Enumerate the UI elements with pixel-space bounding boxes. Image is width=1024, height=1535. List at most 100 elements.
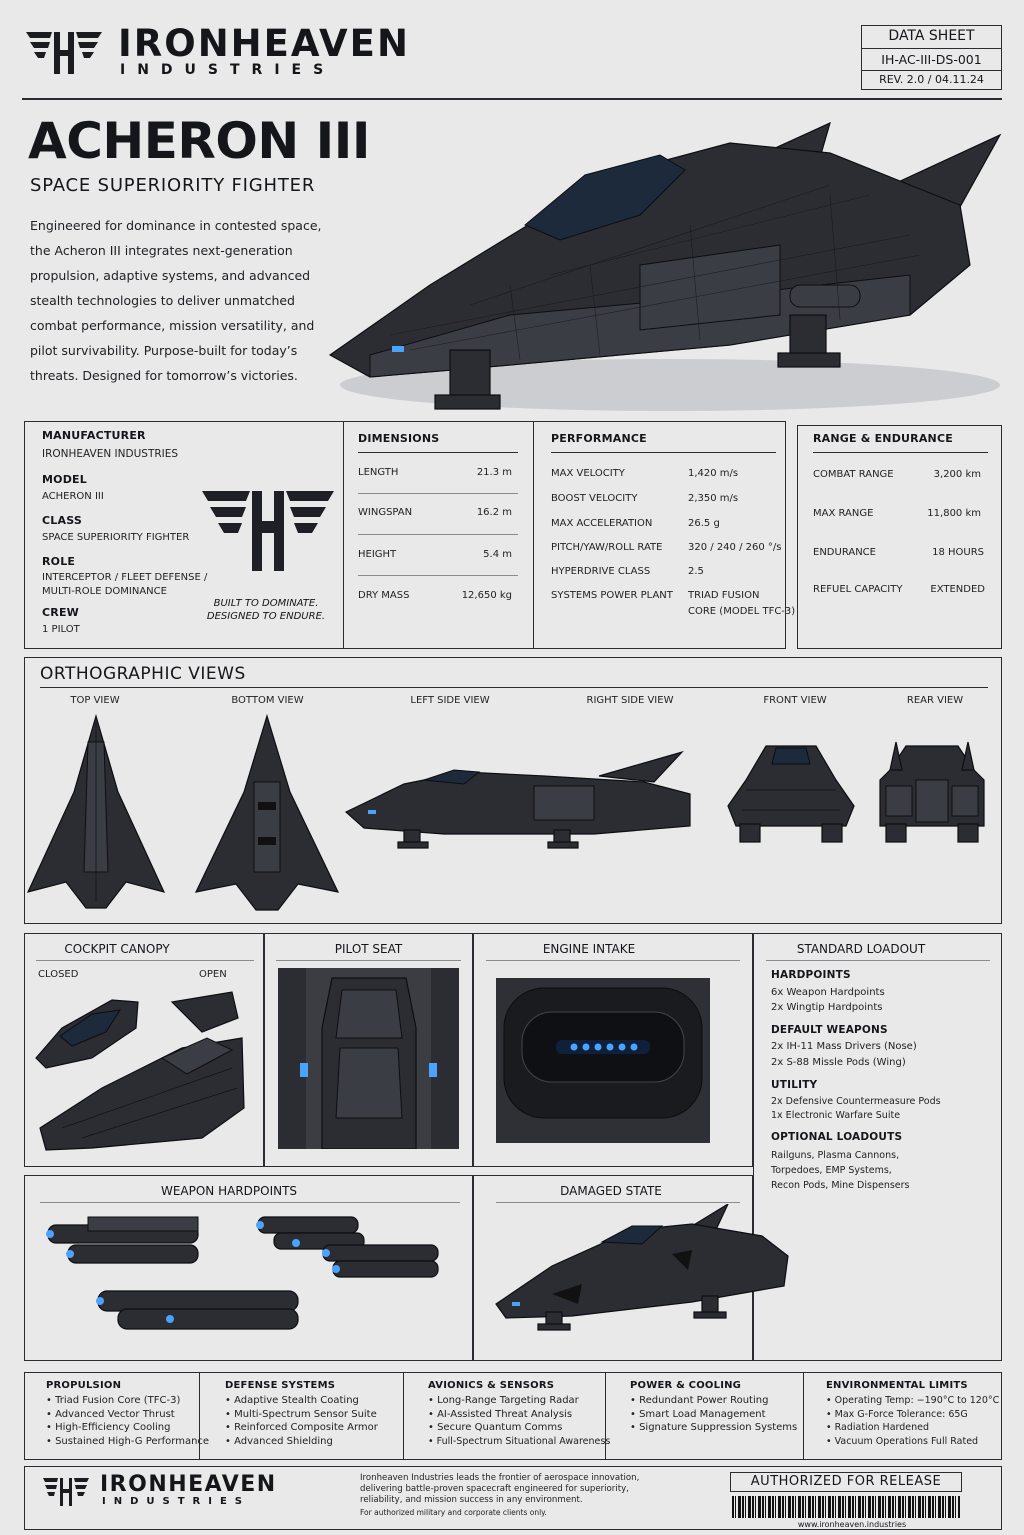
perf-value: 26.5 g [688,518,720,529]
cockpit-title: COCKPIT CANOPY [64,942,170,956]
loadout-item: 2x Defensive Countermeasure Pods [771,1096,941,1107]
perf-key: BOOST VELOCITY [551,493,638,504]
system-column: PROPULSION • Triad Fusion Core (TFC-3) •… [46,1380,209,1448]
view-label: REAR VIEW [906,695,964,706]
page-subtitle: SPACE SUPERIORITY FIGHTER [30,175,316,196]
system-item: • Redundant Power Routing [630,1395,769,1406]
loadout-item: Recon Pods, Mine Dispensers [771,1180,910,1191]
systems-panel [24,1372,1002,1460]
perf-key: HYPERDRIVE CLASS [551,566,651,577]
bottom-view-render [194,712,340,912]
intake-panel [473,933,753,1167]
loadout-title: STANDARD LOADOUT [796,942,926,956]
system-item: • Radiation Hardened [826,1422,930,1433]
system-item: • High-Efficiency Cooling [46,1422,171,1433]
datasheet-box: DATA SHEET IH-AC-III-DS-001 REV. 2.0 / 0… [861,25,1002,90]
wings-logo-icon [26,32,102,74]
spec-panel [24,421,786,649]
datasheet-code: IH-AC-III-DS-001 [881,52,982,67]
ortho-panel [24,657,1002,924]
loadout-item: 2x Wingtip Hardpoints [771,1002,883,1013]
footer-logo [42,1474,90,1510]
system-title: DEFENSE SYSTEMS [225,1380,336,1391]
view-label: BOTTOM VIEW [231,695,304,706]
left-side-view-render [344,748,692,852]
system-item: • Vacuum Operations Full Rated [826,1435,979,1447]
system-item: • Sustained High-G Performance [46,1435,210,1447]
system-column: ENVIRONMENTAL LIMITS • Operating Temp: −… [826,1380,999,1448]
loadout-utility-label: UTILITY [771,1079,818,1091]
perf-value: TRIAD FUSION [688,590,760,601]
crew-label: CREW [42,606,79,619]
rear-view-render [876,740,988,852]
ortho-title: ORTHOGRAPHIC VIEWS [40,664,246,684]
footer-note: For authorized military and corporate cl… [360,1508,547,1517]
front-view-render [726,740,856,852]
manufacturer-value: IRONHEAVEN INDUSTRIES [42,448,179,460]
loadout-item: Torpedoes, EMP Systems, [771,1165,892,1176]
footer-blurb-line: Ironheaven Industries leads the frontier… [360,1473,640,1483]
perf-key: PITCH/YAW/ROLL RATE [551,542,663,553]
system-title: PROPULSION [46,1380,122,1391]
system-item: • Operating Temp: −190°C to 120°C [826,1395,1000,1406]
page-title: ACHERON III [28,112,370,170]
loadout-optional-label: OPTIONAL LOADOUTS [771,1131,903,1143]
system-title: AVIONICS & SENSORS [428,1380,555,1391]
view-label: LEFT SIDE VIEW [410,695,490,706]
hardpoints-panel [24,1175,473,1361]
class-label: CLASS [42,514,82,527]
model-value: ACHERON III [42,491,104,502]
system-title: POWER & COOLING [630,1380,742,1391]
footer-panel [24,1466,1002,1530]
system-item: • Adaptive Stealth Coating [225,1395,359,1406]
system-title: ENVIRONMENTAL LIMITS [826,1380,968,1391]
datasheet-title: DATA SHEET [888,28,975,44]
footer-blurb-line: delivering battle-proven spacecraft engi… [360,1484,629,1494]
performance-title: PERFORMANCE [551,432,647,445]
role-value-1: INTERCEPTOR / FLEET DEFENSE / [42,572,208,583]
system-item: • Smart Load Management [630,1408,766,1420]
perf-value: 2,350 m/s [688,493,739,504]
brand-name: IRONHEAVEN [118,22,410,65]
view-label: RIGHT SIDE VIEW [586,695,674,706]
cockpit-closed-label: CLOSED [38,969,79,980]
system-item: • Long-Range Targeting Radar [428,1395,579,1406]
brand-logo [24,26,104,78]
brand-sub: INDUSTRIES [120,62,336,78]
header-divider [22,98,1002,100]
intake-title: ENGINE INTAKE [542,942,636,956]
system-item: • Max G-Force Tolerance: 65G [826,1408,968,1420]
system-item: • Full-Spectrum Situational Awareness [428,1435,611,1447]
cockpit-panel [24,933,264,1167]
loadout-item: Railguns, Plasma Cannons, [771,1150,900,1161]
wings-logo-small-icon [43,1478,89,1506]
perf-key: MAX ACCELERATION [551,518,653,529]
loadout-weapons-label: DEFAULT WEAPONS [771,1024,888,1036]
range-title: RANGE & ENDURANCE [813,432,953,445]
loadout-hardpoints-label: HARDPOINTS [771,969,851,981]
emblem [200,487,336,575]
system-item: • Advanced Shielding [225,1435,333,1447]
seat-panel [264,933,473,1167]
damaged-state-render [492,1202,792,1344]
perf-value: 2.5 [688,566,704,577]
system-column: AVIONICS & SENSORS • Long-Range Targetin… [428,1380,610,1448]
footer-brand-name: IRONHEAVEN [100,1472,277,1497]
system-item: • Advanced Vector Thrust [46,1408,175,1420]
system-item: • Secure Quantum Comms [428,1422,563,1433]
seat-title: PILOT SEAT [334,942,403,956]
footer-url: www.ironheaven.industries [797,1520,907,1529]
system-item: • AI-Assisted Threat Analysis [428,1408,573,1420]
system-item: • Multi-Spectrum Sensor Suite [225,1408,377,1420]
system-column: DEFENSE SYSTEMS • Adaptive Stealth Coati… [225,1380,378,1448]
loadout-item: 6x Weapon Hardpoints [771,987,885,998]
system-item: • Reinforced Composite Armor [225,1422,378,1433]
view-label: TOP VIEW [70,695,120,706]
perf-value: 1,420 m/s [688,468,739,479]
